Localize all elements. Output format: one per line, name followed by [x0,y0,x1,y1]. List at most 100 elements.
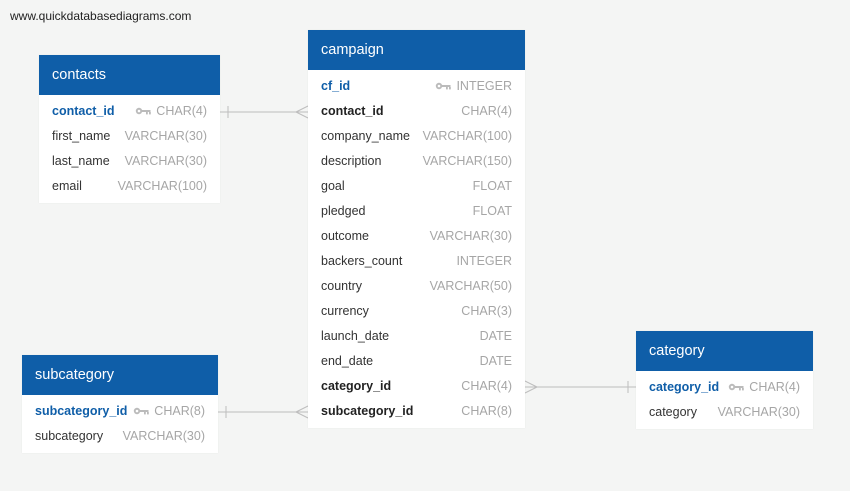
column-row[interactable]: contact_id CHAR(4) [39,99,220,124]
primary-key-icon [728,375,745,400]
column-type: CHAR(3) [461,299,512,324]
column-name: email [52,179,82,193]
column-type: DATE [480,324,512,349]
column-type-text: CHAR(4) [156,104,207,118]
column-type-text: CHAR(4) [461,104,512,118]
column-row[interactable]: cf_id INTEGER [308,74,525,99]
column-type: VARCHAR(100) [118,174,207,199]
column-list: subcategory_id CHAR(8) subcategory VARCHAR(… [22,395,218,453]
column-row[interactable]: subcategory_id CHAR(8) [22,399,218,424]
column-type-text: CHAR(4) [461,379,512,393]
table-header[interactable]: subcategory [22,355,218,395]
column-row[interactable]: email VARCHAR(100) [39,174,220,199]
column-type-text: FLOAT [472,204,512,218]
column-type-text: VARCHAR(30) [122,429,205,443]
column-type-text: VARCHAR(50) [429,279,512,293]
column-type: FLOAT [473,199,512,224]
column-name: country [321,279,362,293]
column-row[interactable]: contact_id CHAR(4) [308,99,525,124]
column-list: category_id CHAR(4) category VARCHAR(30) [636,371,813,429]
column-row[interactable]: last_name VARCHAR(30) [39,149,220,174]
column-type: INTEGER [456,249,512,274]
column-type-text: CHAR(4) [749,380,800,394]
column-name: subcategory_id [321,404,414,418]
column-row[interactable]: outcome VARCHAR(30) [308,224,525,249]
column-type: CHAR(4) [135,99,207,124]
table-header[interactable]: contacts [39,55,220,95]
column-type: VARCHAR(30) [430,224,512,249]
column-name: pledged [321,204,366,218]
column-name: description [321,154,382,168]
column-type-text: INTEGER [456,79,512,93]
table-header[interactable]: campaign [308,30,525,70]
table-header[interactable]: category [636,331,813,371]
column-row[interactable]: description VARCHAR(150) [308,149,525,174]
column-name: first_name [52,129,111,143]
column-type-text: CHAR(8) [461,404,512,418]
column-row[interactable]: launch_date DATE [308,324,525,349]
column-row[interactable]: category VARCHAR(30) [636,400,813,425]
column-type: CHAR(4) [461,374,512,399]
column-name: subcategory_id [35,404,128,418]
column-type: CHAR(8) [133,399,205,424]
column-name: category [649,405,697,419]
column-type-text: CHAR(8) [154,404,205,418]
column-row[interactable]: backers_count INTEGER [308,249,525,274]
column-row[interactable]: goal FLOAT [308,174,525,199]
column-name: last_name [52,154,110,168]
column-name: end_date [321,354,374,368]
column-type: CHAR(8) [461,399,512,424]
column-type-text: VARCHAR(30) [124,129,207,143]
column-row[interactable]: subcategory_id CHAR(8) [308,399,525,424]
column-type-text: INTEGER [456,254,512,268]
column-name: company_name [321,129,410,143]
column-type-text: VARCHAR(100) [117,179,207,193]
column-name: category_id [321,379,392,393]
column-type-text: VARCHAR(30) [717,405,800,419]
primary-key-icon [435,74,452,99]
column-type-text: CHAR(3) [461,304,512,318]
column-type: FLOAT [473,174,512,199]
column-type-text: VARCHAR(150) [422,154,512,168]
column-row[interactable]: currency CHAR(3) [308,299,525,324]
column-name: backers_count [321,254,403,268]
column-type-text: DATE [479,329,512,343]
column-type: VARCHAR(50) [430,274,512,299]
column-row[interactable]: company_name VARCHAR(100) [308,124,525,149]
column-name: goal [321,179,345,193]
column-type: VARCHAR(150) [423,149,512,174]
column-type: VARCHAR(30) [125,124,207,149]
relation-contacts-campaign [220,105,309,119]
column-name: outcome [321,229,369,243]
column-type: INTEGER [435,74,512,99]
primary-key-icon [133,399,150,424]
column-row[interactable]: category_id CHAR(4) [308,374,525,399]
column-type: VARCHAR(100) [423,124,512,149]
primary-key-icon [135,99,152,124]
column-name: currency [321,304,369,318]
column-type: CHAR(4) [461,99,512,124]
column-row[interactable]: pledged FLOAT [308,199,525,224]
column-name: category_id [649,380,720,394]
column-type: VARCHAR(30) [125,149,207,174]
column-name: contact_id [321,104,384,118]
column-row[interactable]: first_name VARCHAR(30) [39,124,220,149]
relation-campaign-category [524,380,636,394]
column-name: contact_id [52,104,115,118]
column-row[interactable]: subcategory VARCHAR(30) [22,424,218,449]
column-type-text: VARCHAR(30) [124,154,207,168]
column-type-text: VARCHAR(100) [422,129,512,143]
column-name: subcategory [35,429,104,443]
column-row[interactable]: country VARCHAR(50) [308,274,525,299]
column-row[interactable]: category_id CHAR(4) [636,375,813,400]
column-name: cf_id [321,79,351,93]
column-name: launch_date [321,329,390,343]
